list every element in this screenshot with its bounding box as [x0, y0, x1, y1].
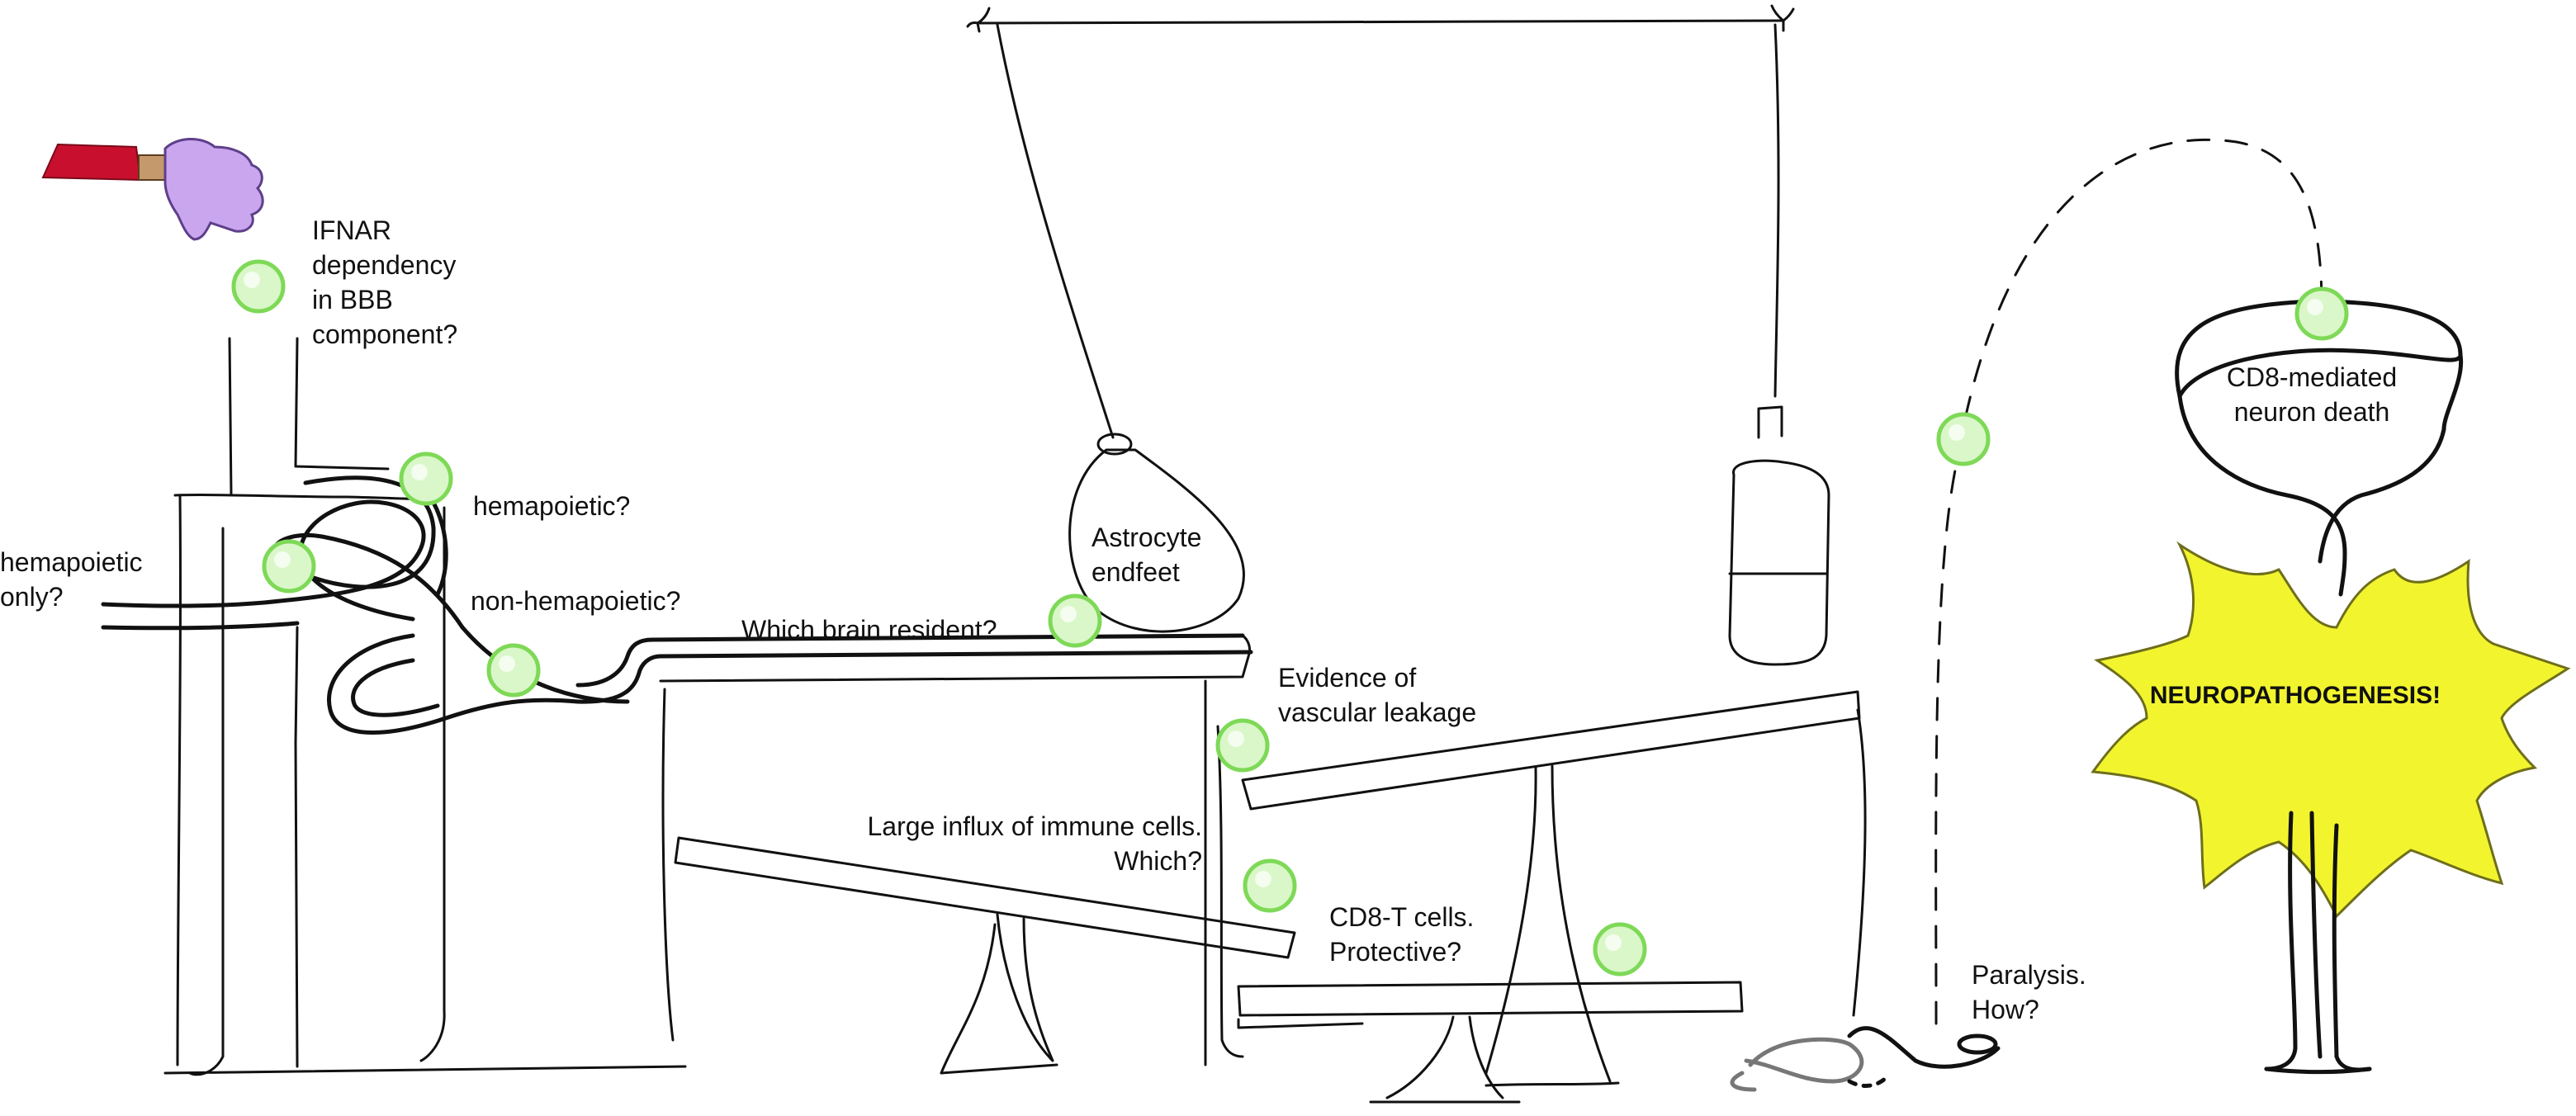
label-astrocyte: Astrocyte endfeet	[1091, 523, 1202, 587]
ball-highlight	[274, 551, 291, 568]
green-ball-icon	[262, 539, 316, 593]
ball-highlight	[2307, 299, 2323, 315]
overhead-rail	[966, 4, 1795, 33]
immune-plank	[674, 836, 1296, 1075]
cd8-bench	[1237, 981, 1744, 1104]
label-cd8-t-cells: CD8-T cells. Protective?	[1329, 902, 1475, 967]
ball-highlight	[244, 272, 260, 288]
green-balls	[231, 259, 2349, 976]
label-brain-resident: Which brain resident?	[741, 615, 997, 645]
ball-highlight	[411, 464, 428, 480]
sandbag-icon	[1068, 433, 1245, 633]
pipe-system	[163, 337, 687, 1076]
label-hemapoietic-only: hemapoietic only?	[0, 547, 143, 612]
starburst-icon	[2091, 541, 2571, 919]
label-cd8-neuron-death: CD8-mediated neuron death	[2226, 362, 2398, 427]
leakage-seesaw	[1241, 690, 1867, 1087]
green-ball-icon	[1593, 922, 1647, 976]
label-ifnar-question: IFNAR dependency in BBB component?	[312, 215, 458, 349]
green-ball-icon	[1243, 858, 1297, 913]
label-non-hemapoietic: non-hemapoietic?	[471, 586, 681, 616]
green-ball-icon	[1215, 718, 1270, 773]
boot-lace	[1847, 1026, 2001, 1088]
green-ball-icon	[399, 452, 453, 506]
cylinder-weight-icon	[1728, 405, 1830, 666]
label-paralysis: Paralysis. How?	[1972, 960, 2086, 1024]
ball-trajectory	[1934, 138, 2323, 1025]
ball-highlight	[1949, 424, 1965, 441]
boot-icon	[1730, 1037, 1864, 1092]
pointing-glove-icon	[41, 138, 264, 241]
label-immune-influx: Large influx of immune cells. Which?	[867, 811, 1202, 876]
green-ball-icon	[1936, 412, 1991, 466]
sandbag-rope	[996, 23, 1115, 439]
funnel	[2175, 299, 2464, 597]
label-neuropathogenesis: NEUROPATHOGENESIS!	[2149, 682, 2441, 709]
cylinder-rope	[1773, 23, 1780, 398]
label-vascular-leakage: Evidence of vascular leakage	[1278, 663, 1477, 727]
label-hemapoietic: hemapoietic?	[473, 491, 631, 521]
ball-highlight	[1605, 934, 1622, 951]
pedestal	[2264, 811, 2372, 1075]
ball-highlight	[1255, 871, 1271, 887]
ball-highlight	[499, 655, 515, 672]
brain-resident-shelf	[659, 634, 1252, 1066]
green-ball-icon	[231, 259, 286, 314]
ball-highlight	[1228, 731, 1244, 747]
green-ball-icon	[2294, 286, 2349, 341]
ball-highlight	[1060, 606, 1077, 622]
green-ball-icon	[486, 643, 541, 698]
green-ball-icon	[1048, 593, 1102, 648]
